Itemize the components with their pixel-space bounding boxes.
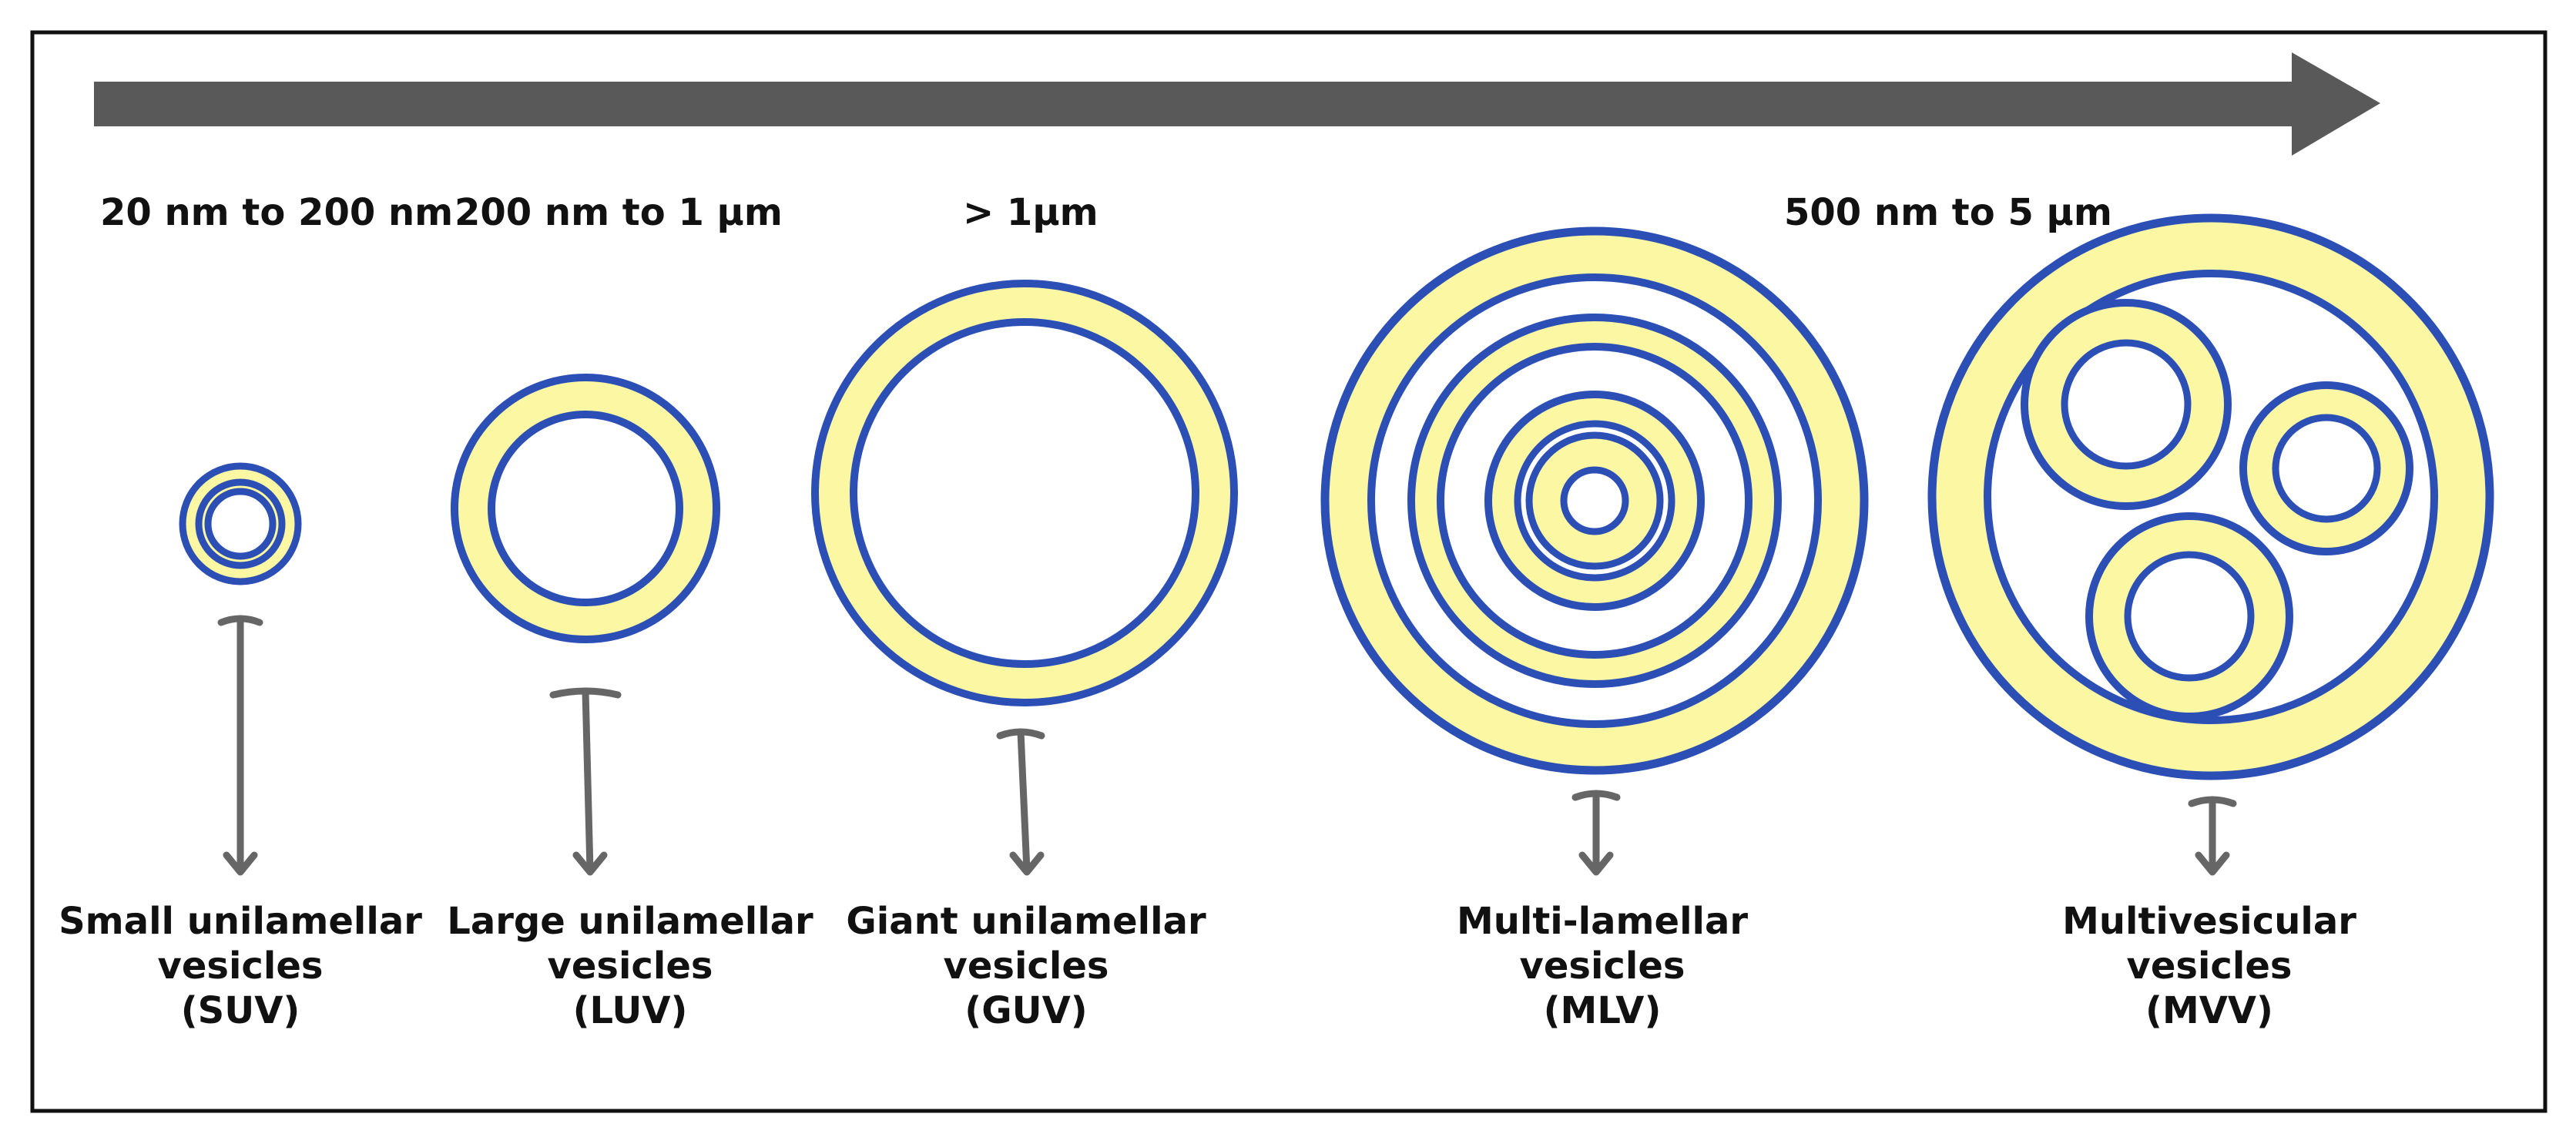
guv-name-line-1: Giant unilamellar — [846, 900, 1206, 943]
size-label-mlv-mvv: 500 nm to 5 µm — [1784, 191, 2112, 234]
mvv-name-line-1: Multivesicular — [2062, 900, 2356, 943]
mlv-pointer-arrow — [1571, 790, 1621, 876]
diagram-frame — [30, 30, 2547, 1113]
suv-vesicle — [179, 462, 302, 585]
mlv-name-line-3: (MLV) — [1544, 989, 1662, 1032]
guv-vesicle — [811, 280, 1238, 706]
mvv-vesicle — [1927, 213, 2494, 780]
luv-name-line-2: vesicles — [548, 944, 713, 988]
mvv-name-line-3: (MVV) — [2145, 989, 2273, 1032]
arrow-shaft — [94, 82, 2297, 126]
mvv-inner-vesicle-2-lumen — [2272, 414, 2381, 523]
guv-name-line-3: (GUV) — [964, 989, 1087, 1032]
luv-pointer-arrow — [549, 687, 622, 876]
mlv-name-line-2: vesicles — [1520, 944, 1685, 988]
suv-name-line-2: vesicles — [158, 944, 324, 988]
mvv-pointer-arrow — [2188, 796, 2237, 876]
suv-name-line-3: (SUV) — [181, 989, 300, 1032]
luv-lumen — [488, 411, 683, 606]
size-label-luv: 200 nm to 1 µm — [454, 191, 783, 234]
suv-pointer-arrow — [217, 615, 263, 876]
size-label-suv: 20 nm to 200 nm — [100, 191, 453, 234]
suv-name-line-1: Small unilamellar — [59, 900, 422, 943]
guv-lumen — [850, 318, 1199, 668]
suv-lumen — [204, 488, 277, 560]
mvv-inner-vesicle-3-lumen — [2124, 551, 2255, 682]
suv-lipid-layer-edge — [195, 478, 286, 569]
size-label-guv: > 1µm — [963, 191, 1098, 234]
size-increase-arrow — [94, 52, 2380, 156]
mvv-inner-vesicle-1-lumen — [2061, 339, 2192, 470]
guv-pointer-arrow — [996, 728, 1045, 876]
luv-name-line-3: (LUV) — [573, 989, 688, 1032]
mlv-name-line-1: Multi-lamellar — [1457, 900, 1748, 943]
guv-name-line-2: vesicles — [944, 944, 1109, 988]
arrow-head — [2292, 52, 2380, 156]
mlv-vesicle — [1320, 226, 1869, 775]
mlv-core — [1560, 466, 1629, 535]
mvv-name-line-2: vesicles — [2127, 944, 2293, 988]
luv-name-line-1: Large unilamellar — [447, 900, 813, 943]
luv-vesicle — [451, 374, 720, 643]
